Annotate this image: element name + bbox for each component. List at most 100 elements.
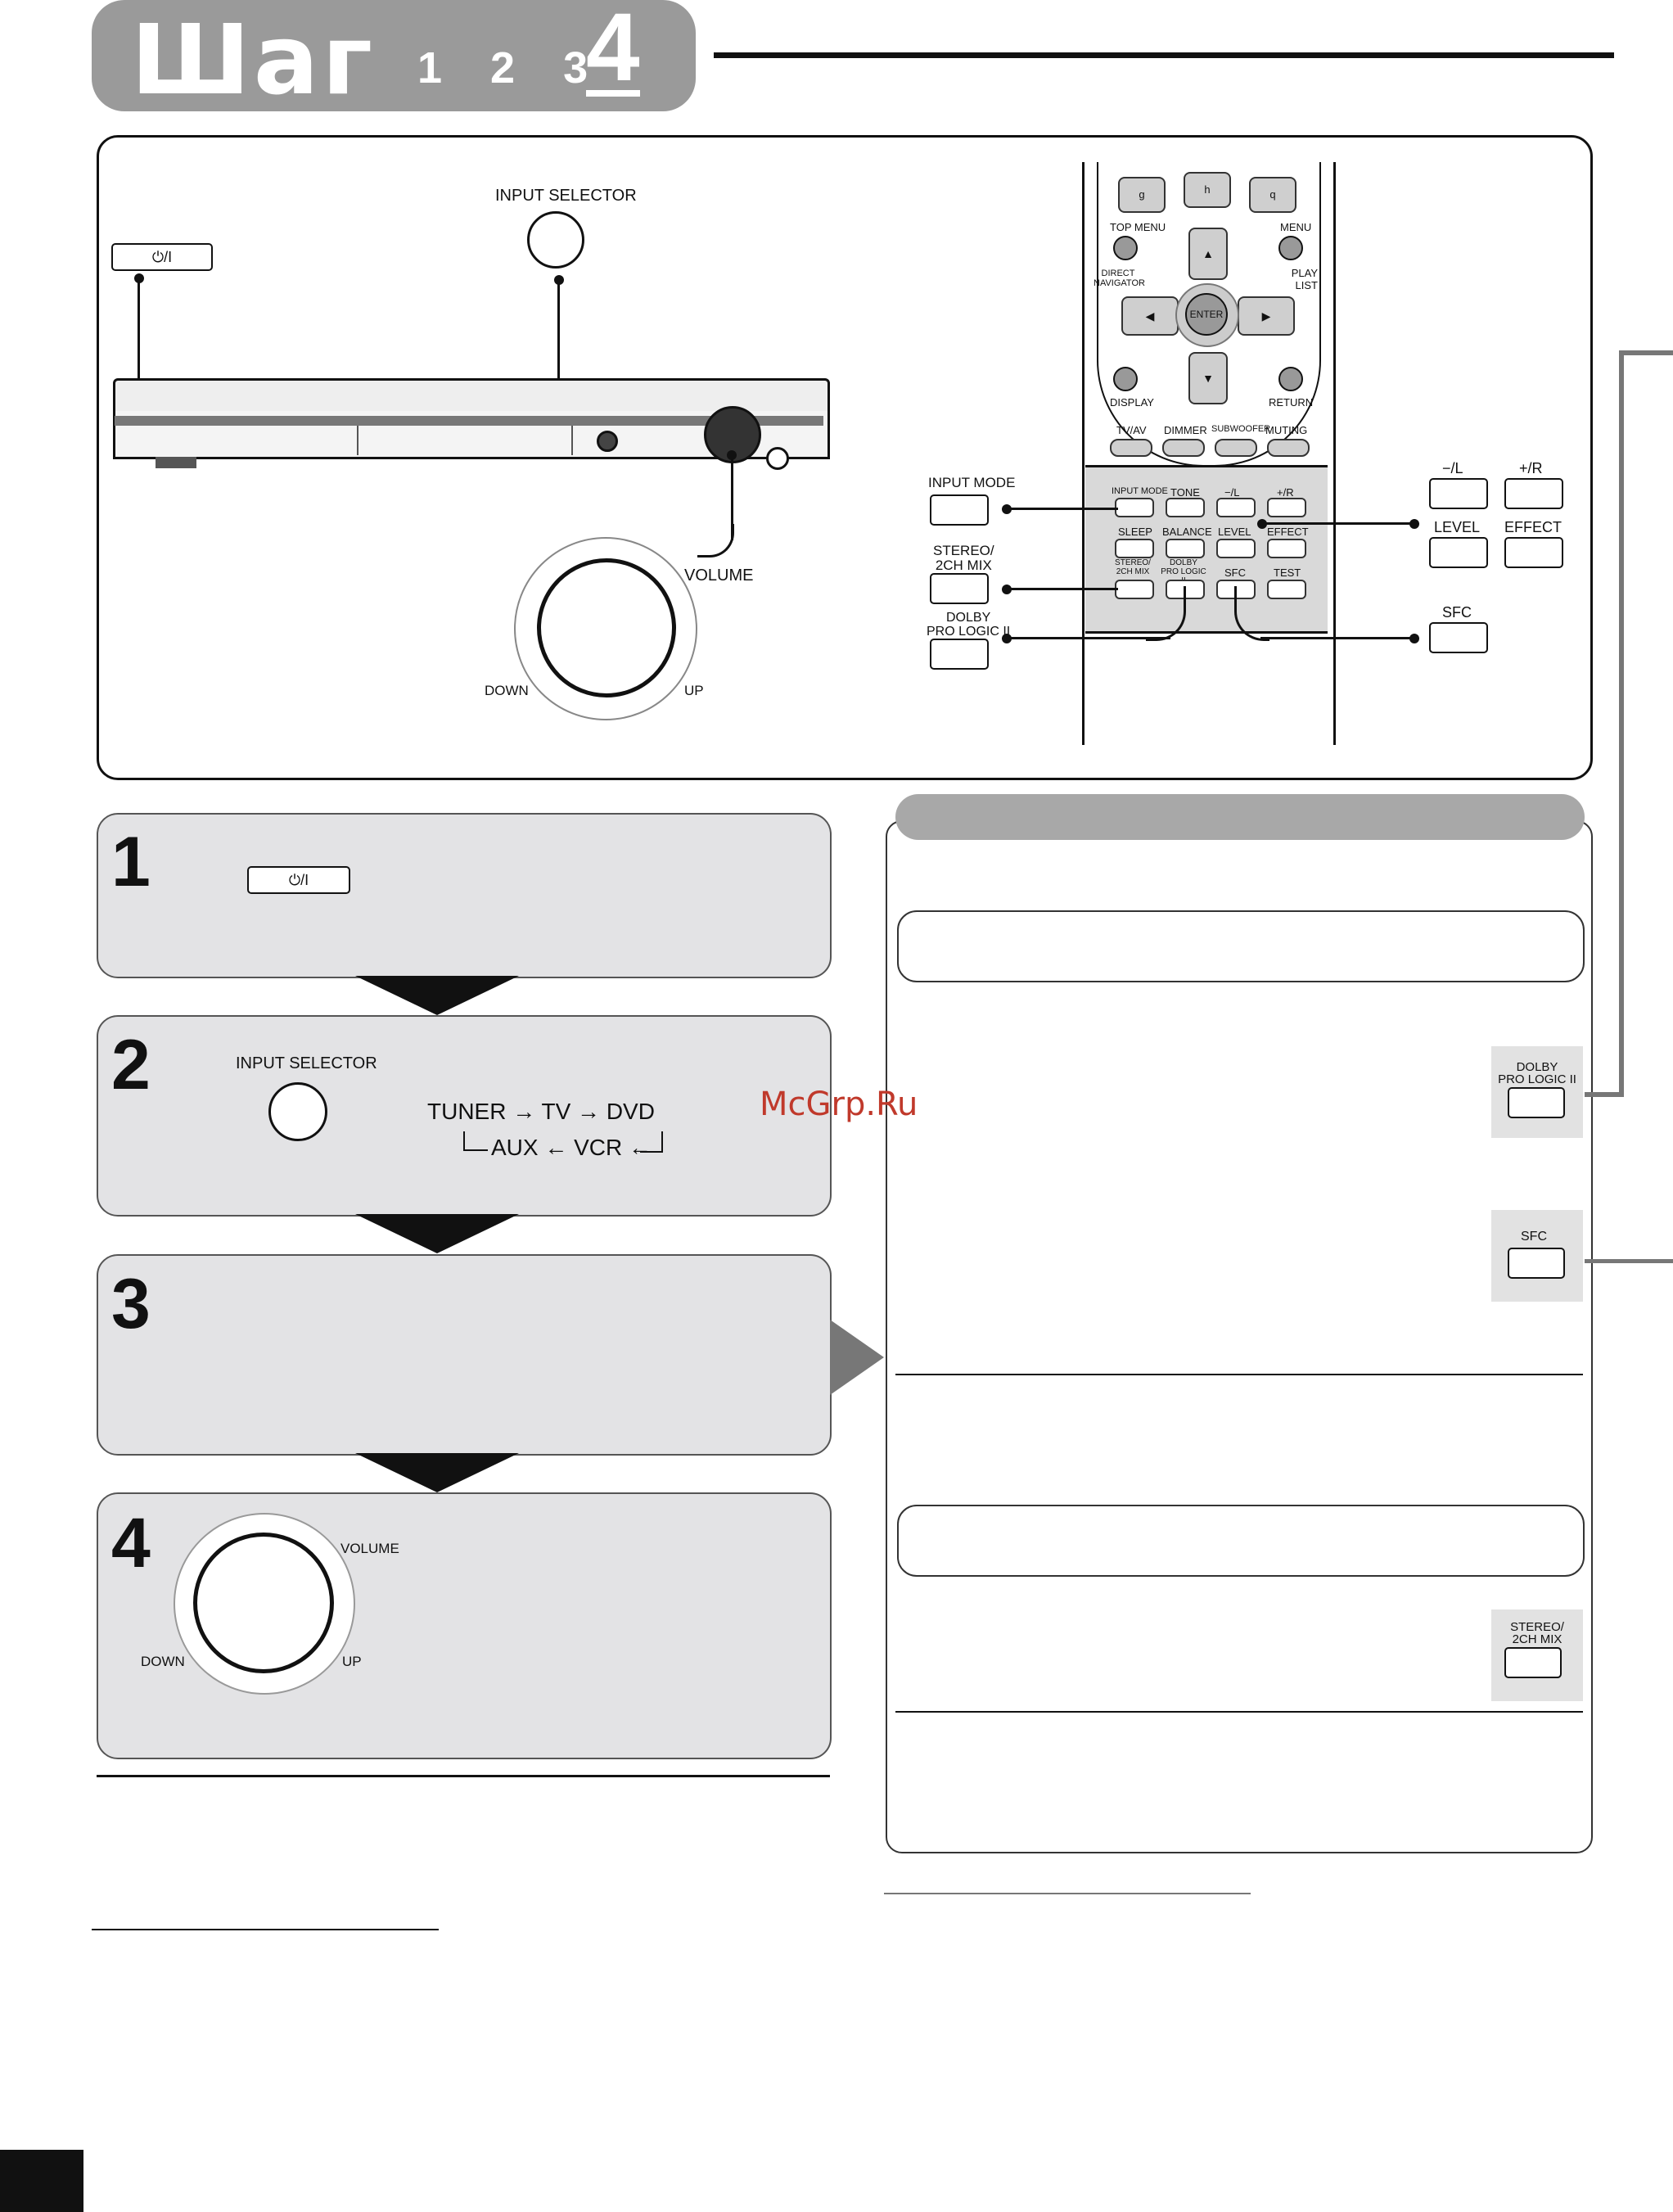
remote-enter-button[interactable]: ENTER	[1185, 293, 1228, 336]
remote-input-mode-label: INPUT MODE	[1112, 486, 1168, 496]
remote-tvav-button[interactable]	[1110, 439, 1152, 457]
step-4-volume-label: VOLUME	[340, 1541, 399, 1556]
remote-level-key[interactable]	[1216, 539, 1256, 558]
remote-display-label: DISPLAY	[1110, 396, 1154, 409]
remote-minus-l-key[interactable]	[1216, 498, 1256, 517]
callout-minus-l-button[interactable]	[1429, 478, 1488, 509]
unit-phones-jack	[766, 447, 789, 470]
remote-dimmer-label: DIMMER	[1164, 424, 1207, 436]
callout-dolby-line	[1007, 637, 1170, 639]
remote-balance-key[interactable]	[1166, 539, 1205, 558]
remote-muting-button[interactable]	[1267, 439, 1310, 457]
right-bracket-sfc	[1585, 1259, 1673, 1263]
step-2-input-selector-knob[interactable]	[268, 1082, 327, 1141]
step-4-volume-dial-inner[interactable]	[193, 1533, 334, 1673]
remote-h-button[interactable]: h	[1184, 172, 1231, 208]
remote-play-list-label: PLAY LIST	[1291, 267, 1318, 291]
sound-panel-header	[895, 794, 1585, 840]
sound-panel-note-1	[897, 910, 1585, 982]
remote-tone-key[interactable]	[1166, 498, 1205, 517]
callout-effect-button[interactable]	[1504, 537, 1563, 568]
remote-plus-r-key[interactable]	[1267, 498, 1306, 517]
panel-sfc-label: SFC	[1521, 1230, 1547, 1244]
remote-display-button[interactable]	[1113, 367, 1138, 391]
step-1-number: 1	[111, 823, 151, 901]
callout-dolby-label: DOLBY PRO LOGIC II	[927, 611, 1011, 639]
remote-minus-l-label: −/L	[1224, 486, 1240, 499]
panel-stereo-label: STEREO/ 2CH MIX	[1510, 1620, 1564, 1646]
input-selector-leader-dot	[554, 275, 564, 285]
callout-plus-r-label: +/R	[1519, 460, 1543, 476]
callout-dolby-dot	[1002, 634, 1012, 643]
remote-test-key[interactable]	[1267, 580, 1306, 599]
unit-power-button[interactable]: ⏻/I	[111, 243, 213, 271]
remote-menu-button[interactable]	[1278, 236, 1303, 260]
callout-sfc-dot	[1409, 634, 1419, 643]
header-rule	[714, 52, 1614, 58]
callout-dolby-button[interactable]	[930, 639, 989, 670]
callout-stereo-line	[1007, 588, 1118, 590]
remote-q-button[interactable]: q	[1249, 177, 1296, 213]
volume-leader-v	[731, 458, 733, 540]
remote-subwoofer-button[interactable]	[1215, 439, 1257, 457]
step-3-number: 3	[111, 1265, 151, 1343]
panel-sfc-button[interactable]	[1508, 1248, 1565, 1279]
remote-left-button[interactable]: ◀	[1121, 296, 1179, 336]
panel-divider-2	[895, 1711, 1583, 1713]
panel-dolby-label: DOLBY PRO LOGIC II	[1498, 1060, 1576, 1086]
down-arrow-icon: ▼	[1202, 372, 1214, 385]
watermark: McGrp.Ru	[760, 1086, 918, 1123]
step-1-power-button[interactable]: ⏻/I	[247, 866, 350, 894]
right-arrow-icon: ▶	[1261, 309, 1271, 323]
callout-level-dot-b	[1409, 519, 1419, 529]
remote-sleep-label: SLEEP	[1118, 526, 1152, 538]
remote-effect-key[interactable]	[1267, 539, 1306, 558]
remote-input-mode-key[interactable]	[1115, 498, 1154, 517]
panel-divider-1	[895, 1374, 1583, 1375]
callout-level-line	[1262, 522, 1414, 525]
right-bracket-top	[1619, 350, 1673, 355]
remote-g-button[interactable]: g	[1118, 177, 1166, 213]
remote-top-menu-button[interactable]	[1113, 236, 1138, 260]
unit-front-strip	[115, 416, 823, 426]
panel-stereo-button[interactable]	[1504, 1647, 1562, 1678]
callout-level-button[interactable]	[1429, 537, 1488, 568]
unit-disc-tray	[357, 426, 573, 455]
steps-bottom-rule	[97, 1775, 830, 1777]
remote-balance-label: BALANCE	[1162, 526, 1212, 538]
footnote-rule-left	[92, 1929, 439, 1930]
unit-volume-label: VOLUME	[684, 567, 754, 585]
unit-foot	[156, 457, 196, 468]
step-4-number: 4	[111, 1504, 151, 1582]
left-arrow-icon: ◀	[1145, 309, 1155, 323]
step-2-box	[97, 1015, 832, 1217]
remote-direct-navigator-label: DIRECT NAVIGATOR	[1094, 269, 1145, 288]
callout-input-mode-button[interactable]	[930, 494, 989, 526]
power-leader	[138, 278, 140, 409]
remote-sleep-key[interactable]	[1115, 539, 1154, 558]
remote-down-button[interactable]: ▼	[1188, 352, 1228, 404]
remote-up-button[interactable]: ▲	[1188, 228, 1228, 280]
step-3-box	[97, 1254, 832, 1456]
unit-power-label: ⏻/I	[151, 249, 173, 265]
remote-return-label: RETURN	[1269, 396, 1314, 409]
unit-input-selector-knob[interactable]	[527, 211, 584, 269]
input-selector-leader	[557, 280, 560, 426]
step-1-box	[97, 813, 832, 978]
callout-sfc-button[interactable]	[1429, 622, 1488, 653]
remote-top-menu-label: TOP MENU	[1110, 221, 1166, 233]
panel-dolby-button[interactable]	[1508, 1087, 1565, 1118]
volume-leader-dot	[727, 450, 737, 460]
right-bracket-mid	[1585, 1092, 1624, 1097]
remote-return-button[interactable]	[1278, 367, 1303, 391]
unit-input-selector-label: INPUT SELECTOR	[495, 187, 637, 205]
remote-right-button[interactable]: ▶	[1238, 296, 1295, 336]
callout-plus-r-button[interactable]	[1504, 478, 1563, 509]
step-title: Шаг	[131, 3, 377, 116]
step-arrow-1	[355, 976, 519, 1015]
remote-dimmer-button[interactable]	[1162, 439, 1205, 457]
sound-panel	[886, 820, 1593, 1853]
volume-dial-inner[interactable]	[537, 558, 676, 697]
remote-menu-label: MENU	[1280, 221, 1312, 233]
callout-stereo-button[interactable]	[930, 573, 989, 604]
